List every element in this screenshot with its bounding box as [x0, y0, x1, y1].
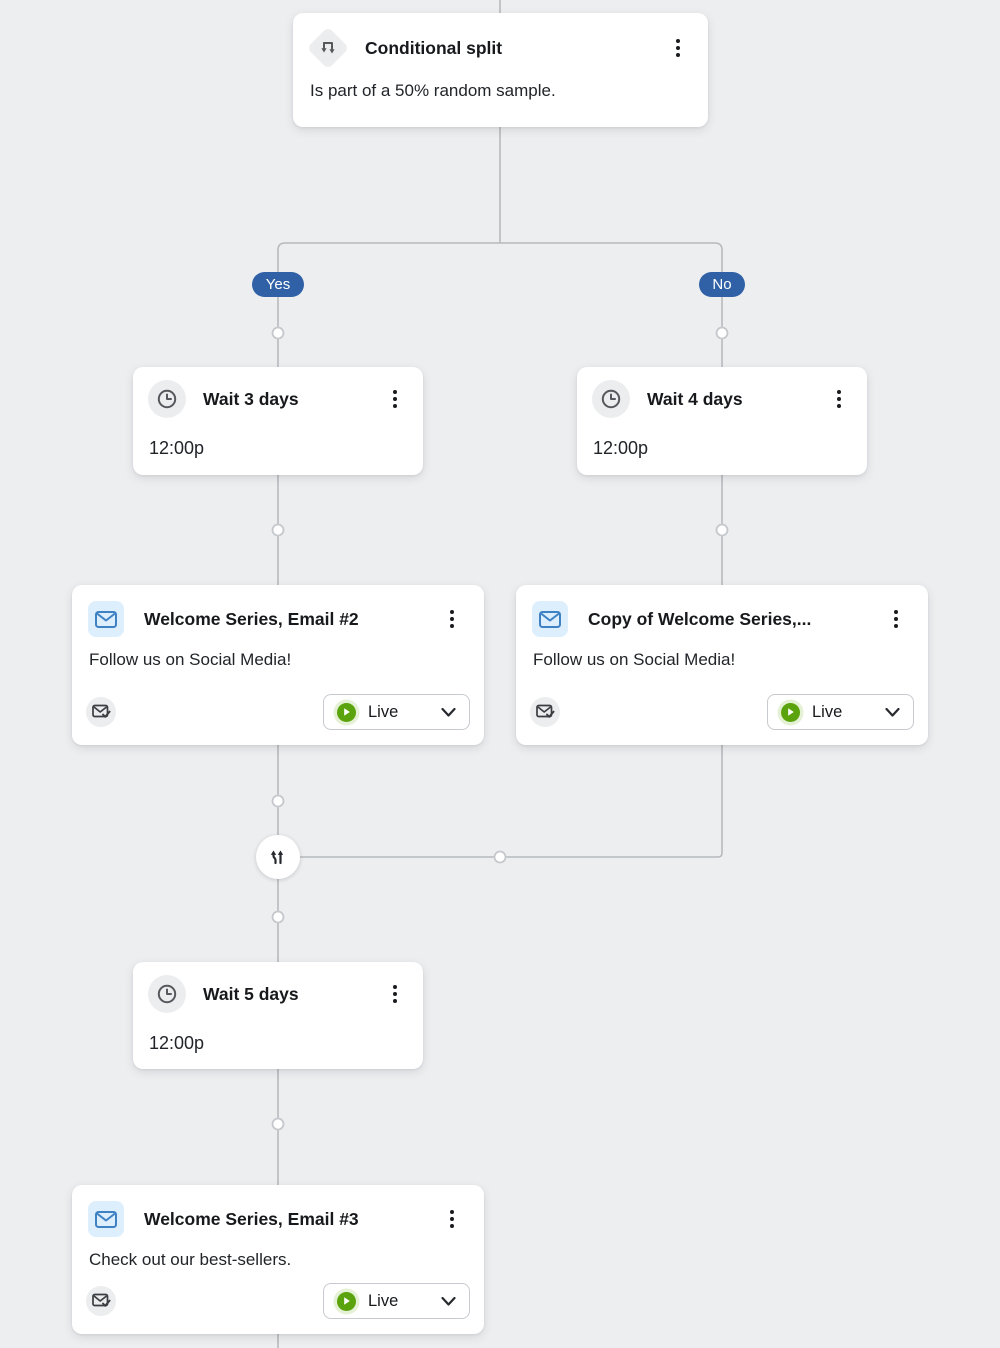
- status-label: Live: [368, 1291, 399, 1310]
- status-dropdown[interactable]: Live: [767, 694, 914, 730]
- connector-node: [715, 326, 729, 340]
- connector-node: [271, 910, 285, 924]
- chevron-down-icon: [441, 1296, 456, 1306]
- connector-node: [271, 1117, 285, 1131]
- chevron-down-icon: [441, 707, 456, 717]
- chevron-down-icon: [885, 707, 900, 717]
- wait-time-text: 12:00p: [593, 438, 649, 458]
- email-icon: [88, 1201, 124, 1237]
- branch-no-badge: No: [699, 272, 745, 297]
- connector-line: [277, 242, 500, 367]
- card-header: Wait 4 days: [577, 367, 867, 418]
- envelope-check-icon: [86, 697, 116, 727]
- email-icon: [88, 601, 124, 637]
- branch-yes-badge: Yes: [252, 272, 304, 297]
- email-footer: Live: [72, 1283, 484, 1334]
- live-play-icon: [337, 1291, 356, 1311]
- card-header: Welcome Series, Email #2: [72, 585, 484, 637]
- card-title: Wait 5 days: [203, 983, 299, 1004]
- wait-5-days-card[interactable]: Wait 5 days 12:00p: [133, 962, 423, 1069]
- card-title: Conditional split: [365, 37, 503, 58]
- connector-node: [493, 850, 507, 864]
- email-subject-text: Follow us on Social Media!: [533, 650, 736, 669]
- connector-node: [271, 326, 285, 340]
- email-3-card[interactable]: Welcome Series, Email #3 Check out our b…: [72, 1185, 484, 1334]
- connector-line: [300, 745, 723, 858]
- kebab-menu-icon[interactable]: [444, 1204, 460, 1233]
- connector-node: [271, 523, 285, 537]
- connector-node: [715, 523, 729, 537]
- kebab-menu-icon[interactable]: [831, 384, 847, 413]
- kebab-menu-icon[interactable]: [387, 979, 403, 1008]
- clock-icon: [592, 380, 630, 418]
- wait-3-days-card[interactable]: Wait 3 days 12:00p: [133, 367, 423, 475]
- live-play-icon: [781, 702, 800, 722]
- kebab-menu-icon[interactable]: [444, 604, 460, 633]
- card-title: Wait 4 days: [647, 388, 743, 409]
- wait-time-text: 12:00p: [149, 438, 205, 458]
- wait-time-text: 12:00p: [149, 1033, 205, 1053]
- kebab-menu-icon[interactable]: [387, 384, 403, 413]
- card-header: Wait 5 days: [133, 962, 423, 1013]
- email-subject-text: Follow us on Social Media!: [89, 650, 292, 669]
- envelope-check-icon: [86, 1286, 116, 1316]
- card-title: Wait 3 days: [203, 388, 299, 409]
- status-dropdown[interactable]: Live: [323, 694, 470, 730]
- email-copy-card[interactable]: Copy of Welcome Series,... Follow us on …: [516, 585, 928, 745]
- card-title: Copy of Welcome Series,...: [588, 608, 812, 629]
- email-footer: Live: [516, 694, 928, 745]
- clock-icon: [148, 380, 186, 418]
- kebab-menu-icon[interactable]: [888, 604, 904, 633]
- conditional-split-card[interactable]: Conditional split Is part of a 50% rando…: [293, 13, 708, 127]
- wait-4-days-card[interactable]: Wait 4 days 12:00p: [577, 367, 867, 475]
- envelope-check-icon: [530, 697, 560, 727]
- kebab-menu-icon[interactable]: [670, 33, 686, 62]
- status-label: Live: [812, 702, 843, 721]
- clock-icon: [148, 975, 186, 1013]
- card-header: Wait 3 days: [133, 367, 423, 418]
- card-header: Welcome Series, Email #3: [72, 1185, 484, 1237]
- email-icon: [532, 601, 568, 637]
- status-dropdown[interactable]: Live: [323, 1283, 470, 1319]
- card-header: Conditional split: [293, 13, 708, 70]
- live-play-icon: [337, 702, 356, 722]
- email-2-card[interactable]: Welcome Series, Email #2 Follow us on So…: [72, 585, 484, 745]
- email-footer: Live: [72, 694, 484, 745]
- merge-paths-icon: [256, 835, 300, 879]
- connector-line: [500, 242, 723, 367]
- connector-node: [271, 794, 285, 808]
- card-title: Welcome Series, Email #2: [144, 608, 359, 629]
- conditional-split-icon: [306, 26, 350, 70]
- status-label: Live: [368, 702, 399, 721]
- card-title: Welcome Series, Email #3: [144, 1208, 359, 1229]
- split-condition-text: Is part of a 50% random sample.: [310, 81, 556, 100]
- card-header: Copy of Welcome Series,...: [516, 585, 928, 637]
- email-subject-text: Check out our best-sellers.: [89, 1250, 292, 1269]
